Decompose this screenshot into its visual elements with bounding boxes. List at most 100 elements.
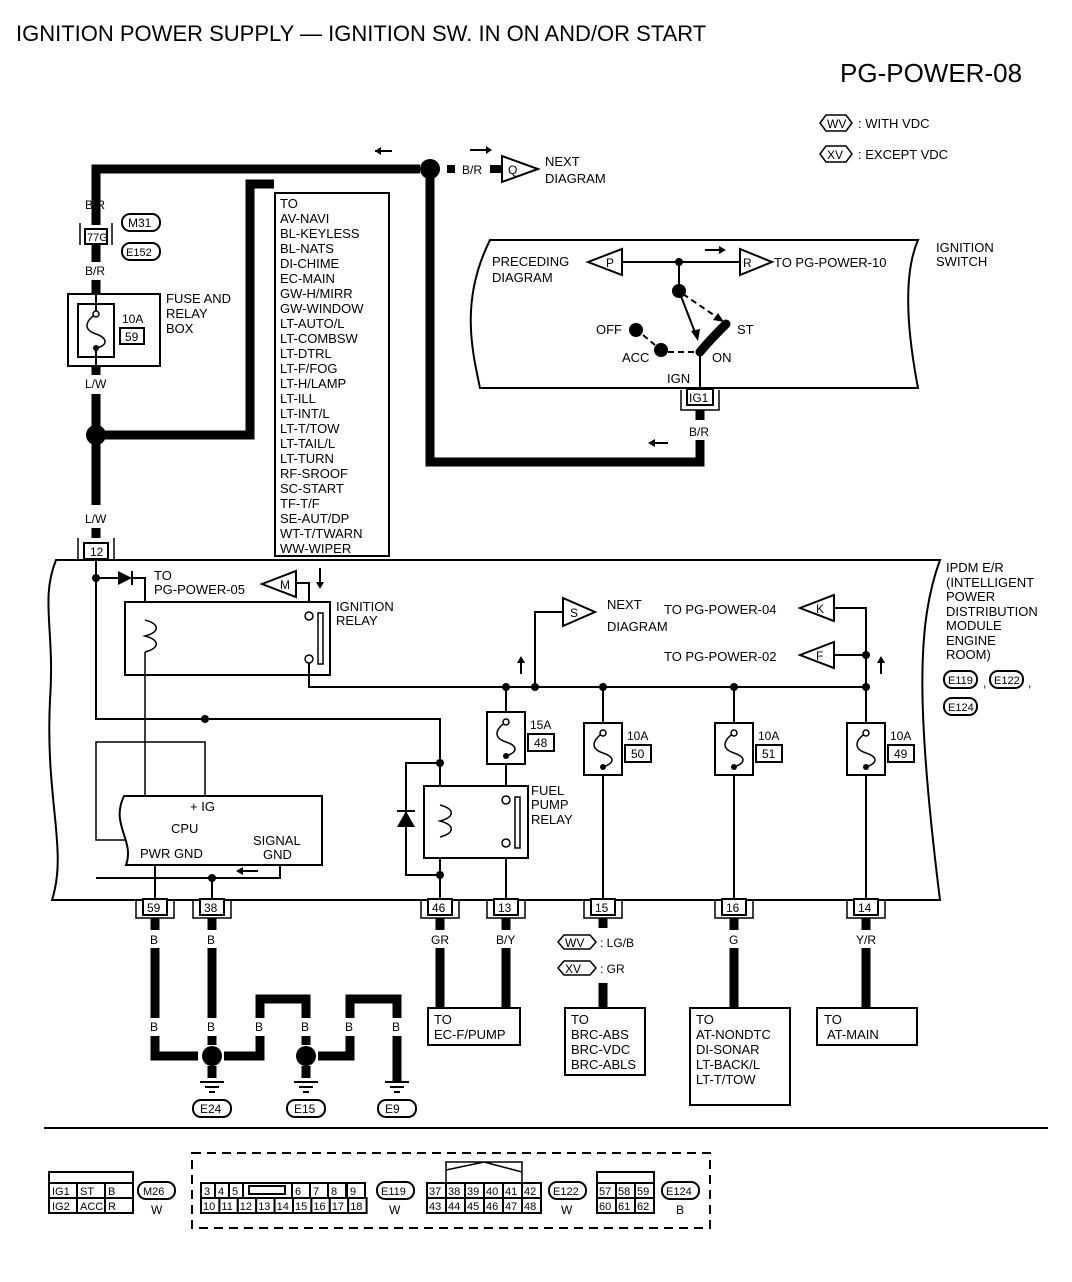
fuse-icon bbox=[724, 732, 744, 768]
svg-text:5: 5 bbox=[232, 1186, 238, 1198]
fuel-pump-relay bbox=[423, 785, 529, 859]
to-list: TO AV-NAVIBL-KEYLESSBL-NATSDI-CHIMEEC-MA… bbox=[280, 196, 364, 556]
ground-label: E15 bbox=[294, 1102, 316, 1116]
to-list-item: GW-H/MIRR bbox=[280, 286, 353, 301]
marker-r[interactable] bbox=[739, 247, 775, 277]
pin-15[interactable] bbox=[590, 898, 616, 916]
svg-text:+ IG: + IG bbox=[190, 799, 215, 814]
wire-relay-bus bbox=[308, 663, 866, 688]
conn-m26[interactable] bbox=[137, 1181, 176, 1200]
svg-text:WV: WV bbox=[827, 117, 846, 131]
svg-text:FUSE AND: FUSE AND bbox=[166, 291, 231, 306]
svg-text:B/R: B/R bbox=[85, 264, 105, 278]
svg-text:CPU: CPU bbox=[171, 821, 198, 836]
conn-m31[interactable] bbox=[121, 213, 161, 232]
conn-e152[interactable] bbox=[121, 242, 161, 261]
pin-38[interactable] bbox=[199, 898, 225, 916]
svg-text:BOX: BOX bbox=[166, 321, 194, 336]
svg-text:L/W: L/W bbox=[85, 512, 107, 526]
arrow-left-icon bbox=[236, 867, 243, 875]
svg-text:41: 41 bbox=[505, 1186, 517, 1198]
arrow-up-icon bbox=[517, 656, 525, 663]
svg-text:GR: GR bbox=[431, 933, 449, 947]
svg-text:42: 42 bbox=[524, 1186, 536, 1198]
svg-text:B/R: B/R bbox=[689, 425, 709, 439]
fuse-number: 48 bbox=[534, 736, 548, 750]
svg-text:PG-POWER-05: PG-POWER-05 bbox=[154, 582, 245, 597]
dest-line: LT-T/TOW bbox=[696, 1072, 756, 1087]
ground-label: E9 bbox=[385, 1102, 400, 1116]
svg-text:SWITCH: SWITCH bbox=[936, 254, 987, 269]
dest-ec-fpump[interactable] bbox=[427, 1007, 521, 1046]
svg-text:40: 40 bbox=[486, 1186, 498, 1198]
conn-e122[interactable] bbox=[989, 670, 1024, 689]
marker-s[interactable] bbox=[562, 596, 598, 628]
to-list-item: LT-ILL bbox=[280, 391, 316, 406]
diagram-title: IGNITION POWER SUPPLY — IGNITION SW. IN … bbox=[16, 21, 706, 46]
svg-text:GND: GND bbox=[263, 847, 292, 862]
dest-line: BRC-VDC bbox=[571, 1042, 630, 1057]
conn-e119[interactable] bbox=[376, 1181, 415, 1200]
svg-text:ENGINE: ENGINE bbox=[946, 633, 996, 648]
svg-text:TO PG-POWER-02: TO PG-POWER-02 bbox=[664, 649, 776, 664]
dest-brc[interactable] bbox=[564, 1007, 646, 1076]
svg-text:B: B bbox=[207, 1020, 215, 1034]
fuse-rating: 10A bbox=[758, 729, 779, 743]
ground-E15[interactable] bbox=[286, 1099, 326, 1118]
dest-at[interactable] bbox=[689, 1007, 791, 1106]
ground-icon bbox=[294, 1081, 318, 1093]
svg-text:TO PG-POWER-10: TO PG-POWER-10 bbox=[774, 255, 886, 270]
pin-46[interactable] bbox=[427, 898, 453, 916]
fuse-number: 51 bbox=[762, 747, 776, 761]
ground-E9[interactable] bbox=[377, 1099, 417, 1118]
svg-text:B: B bbox=[345, 1020, 353, 1034]
svg-text:44: 44 bbox=[448, 1201, 460, 1213]
dest-line: TO bbox=[696, 1012, 714, 1027]
to-list-item: LT-TURN bbox=[280, 451, 334, 466]
marker-q[interactable] bbox=[501, 154, 541, 184]
svg-text:ST: ST bbox=[80, 1186, 94, 1198]
wire-br-top bbox=[91, 164, 420, 225]
svg-text:43: 43 bbox=[429, 1201, 441, 1213]
fuse-icon bbox=[856, 732, 876, 768]
svg-text:46: 46 bbox=[486, 1201, 498, 1213]
svg-text:B: B bbox=[108, 1186, 115, 1198]
svg-text:PUMP: PUMP bbox=[531, 797, 569, 812]
cpu-block bbox=[118, 795, 323, 866]
diode-icon bbox=[397, 811, 415, 827]
dest-at-main[interactable] bbox=[816, 1007, 918, 1046]
dest-line: TO bbox=[571, 1012, 589, 1027]
pin-13[interactable] bbox=[493, 898, 519, 916]
pin-16[interactable] bbox=[721, 898, 747, 916]
connector-77g[interactable] bbox=[84, 228, 108, 245]
to-list-item: GW-WINDOW bbox=[280, 301, 364, 316]
conn-color: W bbox=[389, 1203, 401, 1217]
conn-e124[interactable] bbox=[943, 697, 978, 716]
pin-ig1[interactable] bbox=[686, 388, 714, 406]
conn-e122[interactable] bbox=[548, 1181, 587, 1200]
to-list-item: RF-SROOF bbox=[280, 466, 348, 481]
svg-text:(INTELLIGENT: (INTELLIGENT bbox=[946, 575, 1034, 590]
conn-e119[interactable] bbox=[943, 670, 978, 689]
conn-e124[interactable] bbox=[661, 1181, 700, 1200]
pin-label: 13 bbox=[498, 901, 512, 915]
svg-text:E122: E122 bbox=[994, 675, 1020, 687]
pin-label: 14 bbox=[858, 901, 872, 915]
svg-text:12: 12 bbox=[240, 1201, 252, 1213]
ground-E24[interactable] bbox=[192, 1099, 232, 1118]
pin-label: 46 bbox=[432, 901, 446, 915]
conn-color: B bbox=[676, 1203, 684, 1217]
to-list-item: LT-COMBSW bbox=[280, 331, 358, 346]
to-list-item: SE-AUT/DP bbox=[280, 511, 349, 526]
dest-line: BRC-ABS bbox=[571, 1027, 629, 1042]
svg-text:8: 8 bbox=[331, 1186, 337, 1198]
pin-14[interactable] bbox=[853, 898, 879, 916]
svg-text:61: 61 bbox=[618, 1201, 630, 1213]
to-list-item: LT-TAIL/L bbox=[280, 436, 335, 451]
pin-59[interactable] bbox=[142, 898, 168, 916]
ground-icon bbox=[200, 1081, 224, 1093]
legend-wv: WV : WITH VDC bbox=[819, 114, 930, 132]
